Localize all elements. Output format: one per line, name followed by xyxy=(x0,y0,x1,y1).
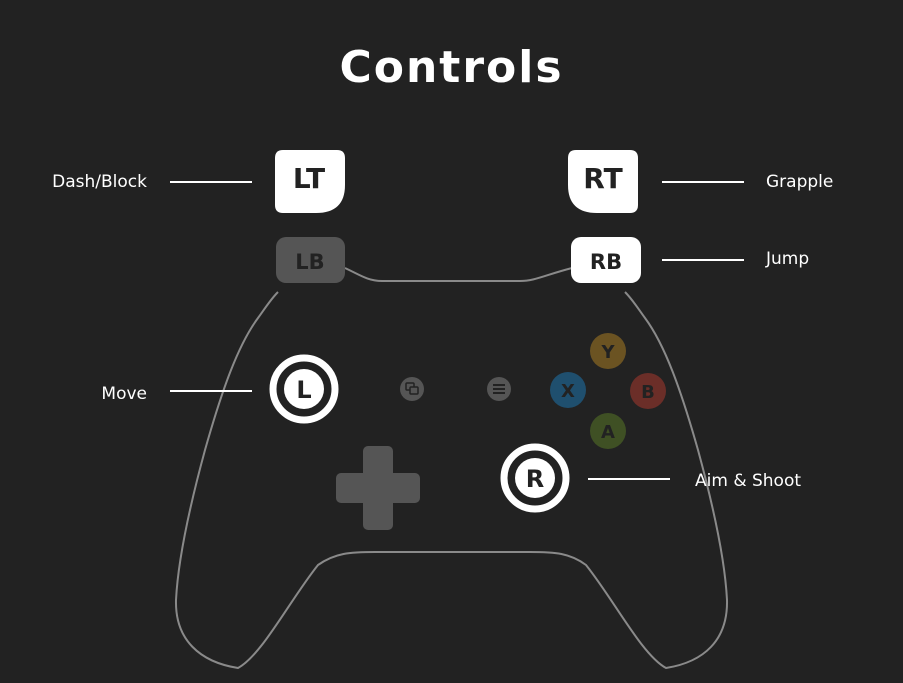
y-button-label: Y xyxy=(600,342,615,363)
lt-label: LT xyxy=(293,162,325,195)
controller-top-edge xyxy=(344,267,573,282)
lt-callout-line xyxy=(170,181,252,183)
rb-callout-line xyxy=(662,259,744,261)
right-stick-action-label: Aim & Shoot xyxy=(695,471,802,491)
left-stick-callout-line xyxy=(170,390,252,392)
dpad-icon[interactable] xyxy=(336,446,420,530)
lt-trigger-button[interactable]: LT xyxy=(275,150,345,213)
rb-action-label: Jump xyxy=(766,249,810,269)
lt-action-label: Dash/Block xyxy=(52,172,147,192)
rt-trigger-button[interactable]: RT xyxy=(568,150,638,213)
page-title: Controls xyxy=(339,42,564,93)
rt-callout-line xyxy=(662,181,744,183)
rt-label: RT xyxy=(583,162,622,195)
a-button-label: A xyxy=(601,422,615,443)
lb-bumper-button[interactable]: LB xyxy=(276,237,345,283)
right-stick-label: R xyxy=(526,465,544,493)
left-stick-label: L xyxy=(296,376,311,404)
rt-action-label: Grapple xyxy=(766,172,834,192)
left-stick-action-label: Move xyxy=(101,384,147,404)
controller-outline xyxy=(174,291,729,670)
x-button-label: X xyxy=(561,381,575,402)
lb-label: LB xyxy=(295,250,324,274)
b-button-label: B xyxy=(641,382,655,403)
a-button[interactable]: A xyxy=(590,413,626,449)
menu-icon[interactable] xyxy=(487,377,511,401)
x-button[interactable]: X xyxy=(550,372,586,408)
rb-label: RB xyxy=(590,250,622,274)
right-stick[interactable]: R xyxy=(500,443,570,513)
left-stick[interactable]: L xyxy=(269,354,339,424)
y-button[interactable]: Y xyxy=(590,333,626,369)
right-stick-callout-line xyxy=(588,478,670,480)
b-button[interactable]: B xyxy=(630,373,666,409)
view-icon[interactable] xyxy=(400,377,424,401)
rb-bumper-button[interactable]: RB xyxy=(571,237,641,283)
